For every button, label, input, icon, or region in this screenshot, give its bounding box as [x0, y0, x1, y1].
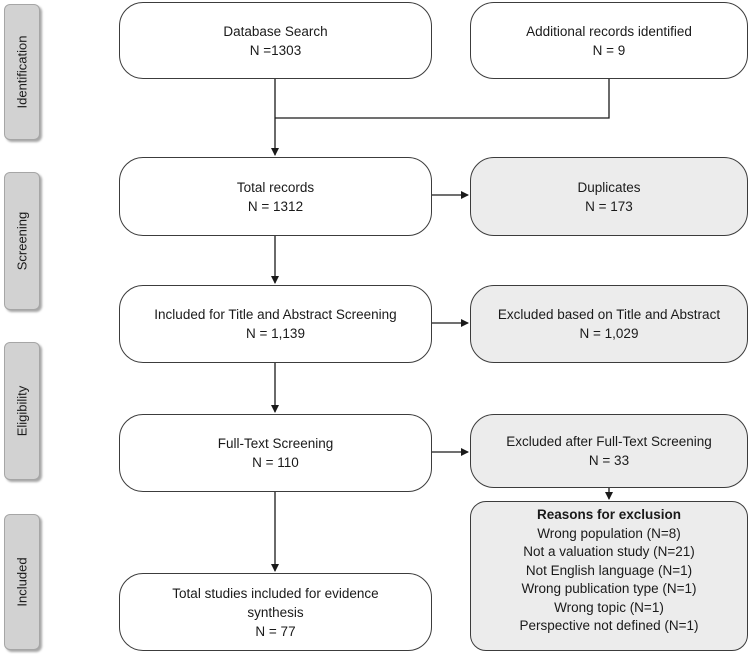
excluded-full-text-title: Excluded after Full-Text Screening: [506, 434, 712, 449]
additional-records-title: Additional records identified: [526, 23, 692, 39]
reason-item: Wrong population (N=8): [537, 525, 681, 541]
database-search-box: Database Search N =1303: [119, 2, 432, 79]
connector-additional-to-total: [275, 79, 610, 119]
total-included-count: N = 77: [255, 623, 296, 639]
title-abstract-screening-count: N = 1,139: [246, 326, 305, 341]
excluded-full-text-box: Excluded after Full-Text Screening N = 3…: [470, 414, 748, 488]
reason-item: Wrong publication type (N=1): [521, 581, 697, 596]
total-records-title: Total records: [236, 179, 315, 195]
total-records-box: Total records N = 1312: [119, 157, 432, 236]
excluded-title-abstract-count: N = 1,029: [579, 326, 639, 341]
duplicates-title: Duplicates: [577, 179, 641, 195]
title-abstract-screening-title: Included for Title and Abstract Screenin…: [154, 307, 397, 322]
reason-item: Not English language (N=1): [525, 562, 693, 578]
reason-item: Wrong topic (N=1): [554, 599, 664, 615]
excluded-title-abstract-title: Excluded based on Title and Abstract: [497, 307, 721, 322]
additional-records-count: N = 9: [592, 42, 626, 58]
full-text-screening-count: N = 110: [252, 455, 299, 470]
stage-eligibility: Eligibility: [4, 342, 40, 480]
reasons-heading: Reasons for exclusion: [536, 507, 682, 522]
full-text-screening-box: Full-Text Screening N = 110: [119, 414, 432, 492]
excluded-title-abstract-box: Excluded based on Title and Abstract N =…: [470, 285, 748, 363]
total-included-title-line2: synthesis: [247, 604, 304, 620]
full-text-screening-title: Full-Text Screening: [217, 436, 334, 451]
total-records-count: N = 1312: [247, 198, 304, 214]
additional-records-box: Additional records identified N = 9: [470, 2, 748, 79]
stage-included: Included: [4, 514, 40, 650]
title-abstract-screening-box: Included for Title and Abstract Screenin…: [119, 285, 432, 363]
total-included-title-line1: Total studies included for evidence: [172, 585, 379, 601]
total-included-box: Total studies included for evidence synt…: [119, 573, 432, 651]
duplicates-box: Duplicates N = 173: [470, 157, 748, 236]
reason-item: Perspective not defined (N=1): [519, 618, 699, 633]
duplicates-count: N = 173: [585, 198, 633, 214]
stage-identification: Identification: [4, 4, 40, 140]
reasons-for-exclusion-box: Reasons for exclusion Wrong population (…: [470, 501, 748, 651]
reason-item: Not a valuation study (N=21): [523, 544, 695, 559]
database-search-count: N =1303: [249, 42, 302, 58]
excluded-full-text-count: N = 33: [588, 453, 630, 468]
stage-screening: Screening: [4, 172, 40, 310]
database-search-title: Database Search: [223, 23, 328, 39]
